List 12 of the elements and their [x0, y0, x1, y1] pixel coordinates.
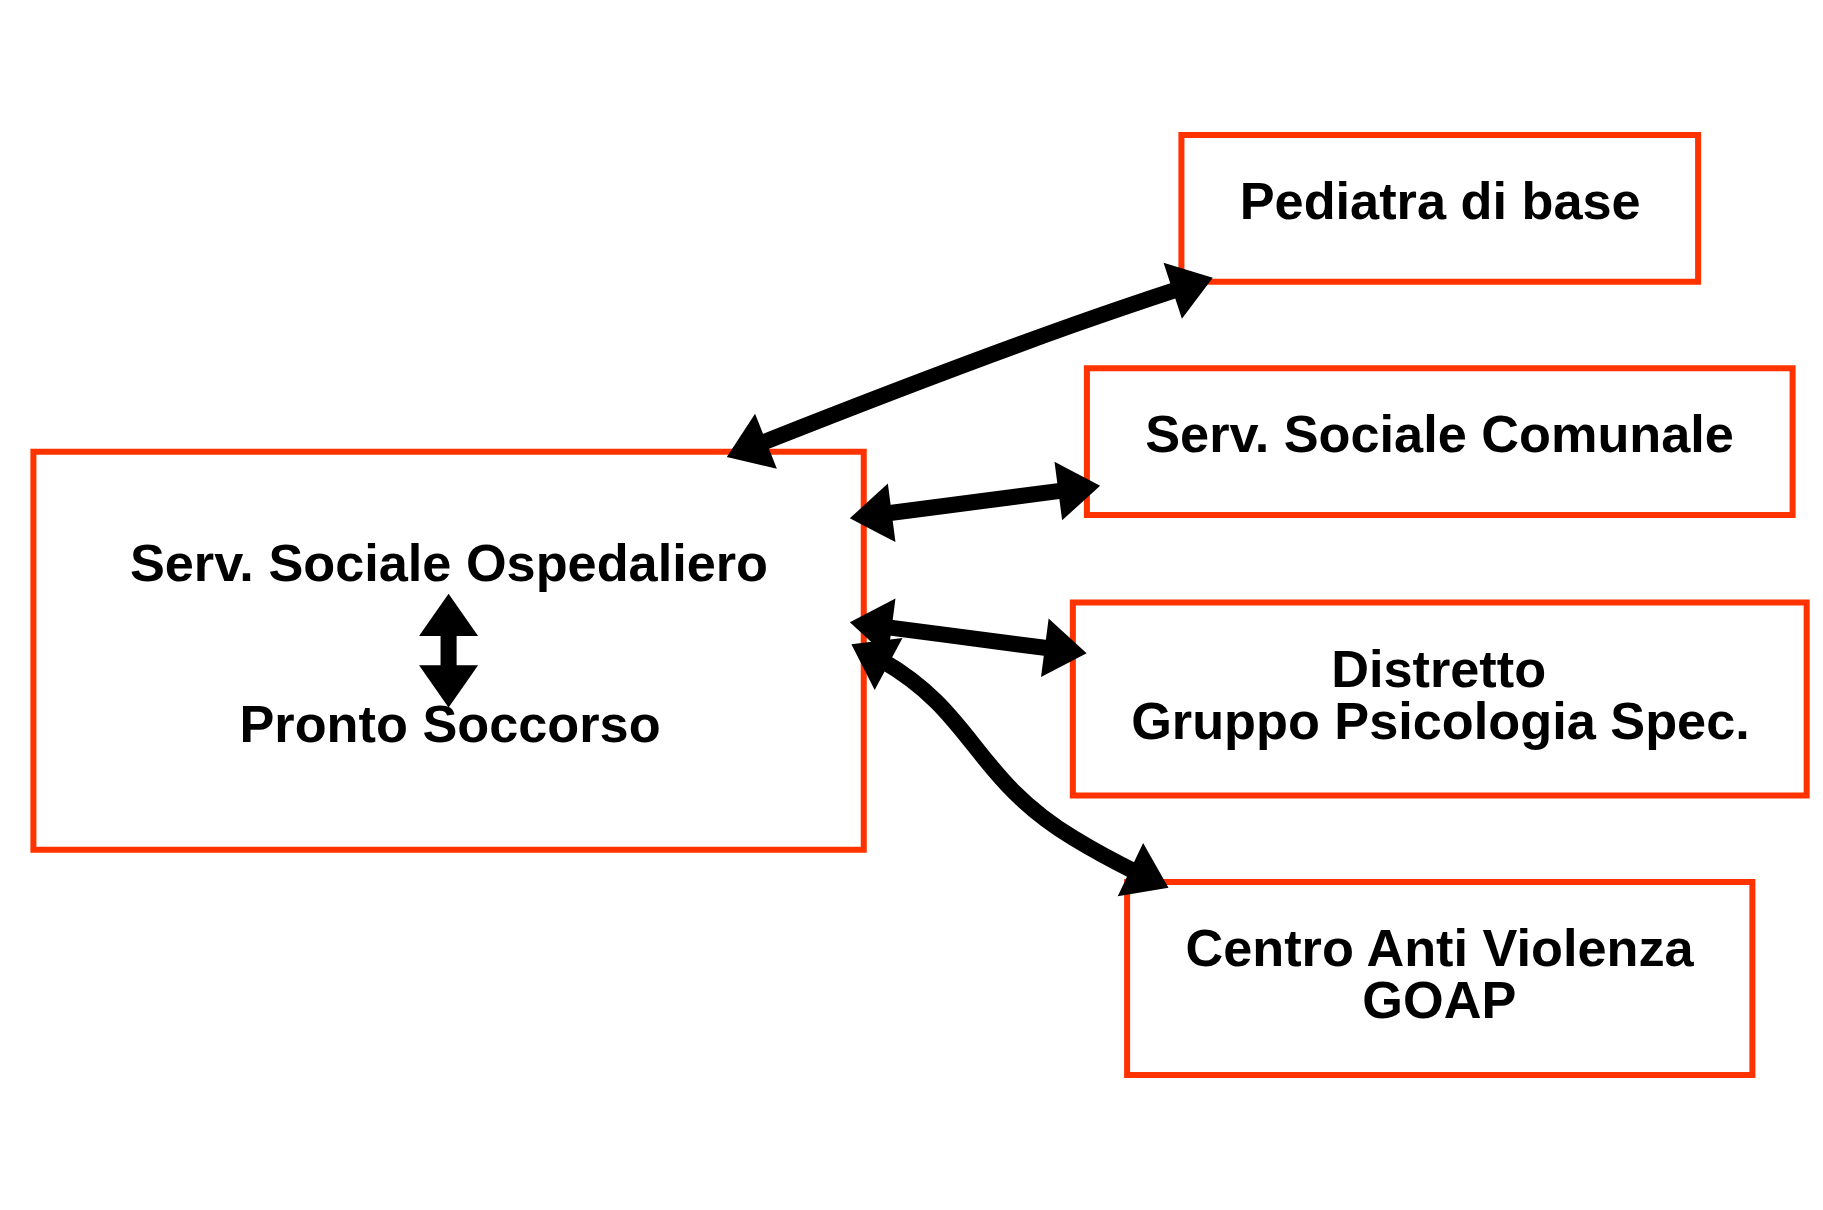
cluster [29, 448, 867, 853]
node-box: Distretto Gruppo Psicologia Spec. [1069, 599, 1810, 799]
node-text: Pronto Soccorso [238, 694, 661, 753]
arrow [849, 461, 1100, 543]
node-box: Pediatra di base [1177, 132, 1701, 285]
node-text: Serv. Sociale Ospedaliero [129, 533, 768, 592]
node-box: Serv. Sociale Comunale [1083, 365, 1796, 519]
arrow [418, 593, 478, 708]
arrow [849, 598, 1087, 678]
arrow [850, 637, 1168, 897]
node-box: Centro Anti Violenza GOAP [1123, 878, 1755, 1078]
arrow [726, 262, 1213, 469]
